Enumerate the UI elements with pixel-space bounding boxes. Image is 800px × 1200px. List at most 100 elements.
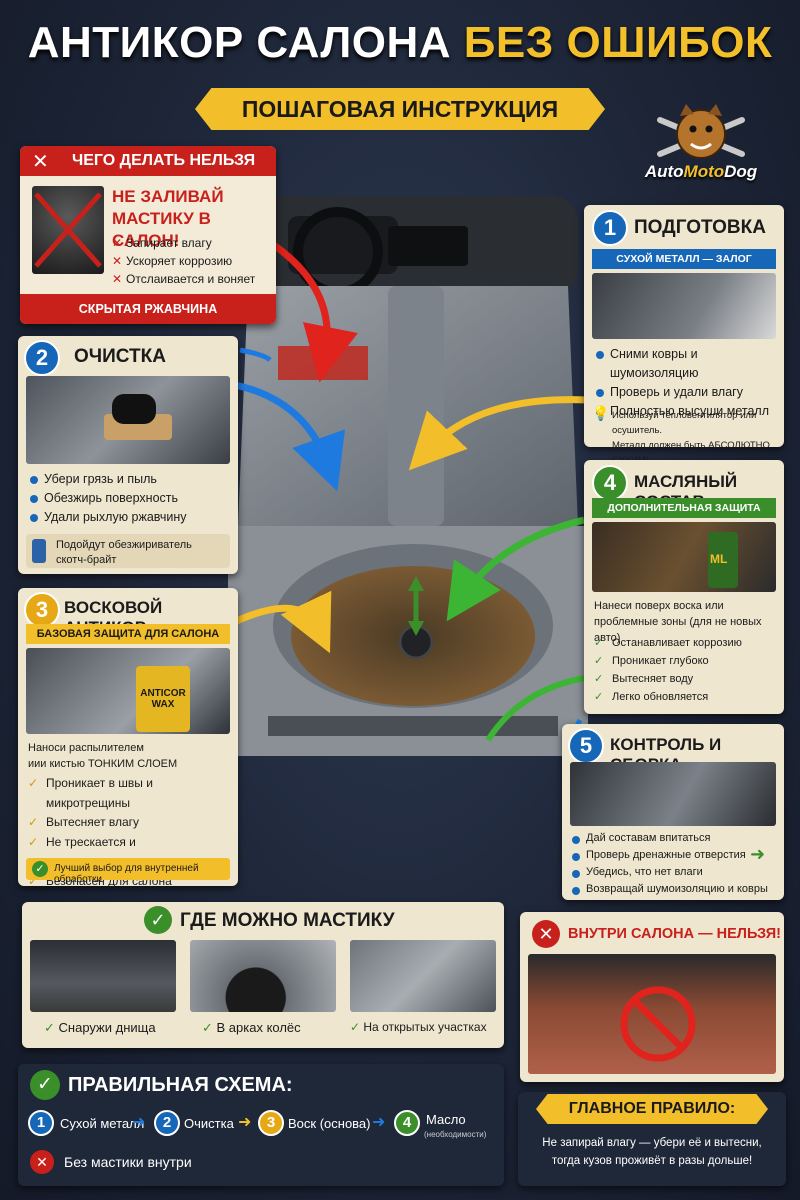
list-item: Полностью высуши металл (594, 402, 784, 421)
list-item: Дай составам впитаться (570, 830, 768, 847)
arrow-right-icon: ➜ (132, 1114, 146, 1131)
check-circle-icon: ✓ (30, 1070, 60, 1100)
step1-list: Сними ковры и шумоизоляцию Проверь и уда… (594, 345, 784, 421)
lightbulb-icon: 💡 (592, 405, 610, 421)
step3-photo: ANTICOR WAX (26, 648, 230, 734)
wax-can-label: ANTICOR WAX (140, 688, 186, 710)
check-icon: ✓ (202, 1020, 217, 1035)
list-item: Сними ковры и шумоизоляцию (594, 345, 784, 383)
step3-footer: Лучший выбор для внутренней обработки (54, 863, 199, 885)
inside-forbidden-card: ✕ ВНУТРИ САЛОНА — НЕЛЬЗЯ! (520, 912, 784, 1082)
list-item: Проникает в швы и микротрещины (28, 774, 238, 813)
scheme-step-label: Очистка (184, 1116, 234, 1131)
main-rule-panel: ГЛАВНОЕ ПРАВИЛО: Не запирай влагу — убер… (518, 1092, 786, 1186)
arrow-right-icon: ➜ (750, 844, 766, 864)
scheme-step-note: (необходимости) (424, 1130, 487, 1139)
page-title: АНТИКОР САЛОНА БЕЗ ОШИБОК (27, 18, 773, 67)
scheme-step-number: 2 (154, 1110, 180, 1136)
step2-photo (26, 376, 230, 464)
scheme-title: ПРАВИЛЬНАЯ СХЕМА: (68, 1074, 293, 1096)
step2-list: Убери грязь и пыль Обезжирь поверхность … (28, 470, 187, 527)
main-rule-text: Не запирай влагу — убери её и вытесни,то… (542, 1137, 762, 1167)
degreaser-bottle-icon (32, 539, 46, 563)
no-mastic-label: Без мастики внутри (64, 1154, 192, 1170)
subtitle-ribbon: ПОШАГОВАЯ ИНСТРУКЦИЯ (195, 88, 605, 130)
check-circle-icon: ✓ (144, 906, 172, 934)
x-circle-icon: ✕ (532, 920, 560, 948)
where-item: ✓ Снаружи днища (44, 1020, 156, 1035)
check-circle-icon: ✓ (32, 861, 48, 877)
list-item: Ускоряет коррозию (112, 252, 255, 270)
check-icon: ✓ (350, 1020, 364, 1034)
step1-photo (592, 273, 776, 339)
list-item: Останавливает коррозию (594, 634, 742, 652)
scheme-step-number: 3 (258, 1110, 284, 1136)
dont-title: ЧЕГО ДЕЛАТЬ НЕЛЬЗЯ (72, 152, 256, 169)
wheel-arch-photo (190, 940, 336, 1012)
arrow-right-icon: ➜ (372, 1114, 386, 1131)
where-item: ✓ На открытых участках (350, 1020, 487, 1034)
scheme-step-number: 1 (28, 1110, 54, 1136)
step5-card: 5 КОНТРОЛЬ И СБОРКА Дай составам впитать… (562, 724, 784, 900)
mastic-bucket-image (32, 186, 104, 274)
step2-title: ОЧИСТКА (74, 346, 166, 367)
list-item: Легко обновляется (594, 688, 742, 706)
scheme-panel: ✓ ПРАВИЛЬНАЯ СХЕМА: 1 Сухой металл ➜ 2 О… (18, 1064, 504, 1186)
scheme-step-label: Сухой металл (60, 1116, 145, 1131)
underbody-photo (30, 940, 176, 1012)
x-circle-icon: ✕ (30, 1150, 54, 1174)
step1-number: 1 (592, 210, 628, 246)
list-item: Обезжирь поверхность (28, 489, 187, 508)
scheme-step-number: 4 (394, 1110, 420, 1136)
forbidden-zone-red (278, 346, 368, 380)
step2-card: 2 ОЧИСТКА Убери грязь и пыль Обезжирь по… (18, 336, 238, 574)
automotodog-logo: AutoMotoDog (636, 96, 766, 192)
step1-tip: Используй тепловентилятор или осушитель.… (612, 410, 770, 466)
main-rule-title: ГЛАВНОЕ ПРАВИЛО: (536, 1094, 768, 1124)
dont-footer: СКРЫТАЯ РЖАВЧИНА ГАРАНТИРОВАНА! (20, 294, 276, 324)
inside-title: ВНУТРИ САЛОНА — НЕЛЬЗЯ! (568, 926, 782, 942)
where-title: ГДЕ МОЖНО МАСТИКУ (180, 910, 395, 931)
center-tunnel (388, 286, 444, 526)
list-item: Проникает глубоко (594, 652, 742, 670)
step5-number: 5 (568, 728, 604, 764)
step3-number: 3 (24, 592, 60, 628)
step4-bar: ДОПОЛНИТЕЛЬНАЯ ЗАЩИТА (592, 498, 776, 518)
scheme-step-label: Масло (426, 1112, 466, 1127)
check-icon: ✓ (44, 1020, 59, 1035)
car-interior-illustration (228, 196, 588, 756)
step3-footer-bar (26, 858, 230, 880)
step5-photo (570, 762, 776, 826)
dont-list: Запирает влагу Ускоряет коррозию Отслаив… (112, 234, 255, 288)
step1-bar: СУХОЙ МЕТАЛЛ — ЗАЛОГ УСПЕХА! (592, 249, 776, 285)
list-item: Запирает влагу (112, 234, 255, 252)
arrow-right-icon: ➜ (238, 1114, 252, 1131)
list-item: Удали рыхлую ржавчину (28, 508, 187, 527)
dont-header (20, 146, 276, 176)
step1-title: ПОДГОТОВКА (634, 217, 766, 238)
x-icon: ✕ (32, 151, 49, 173)
step1-card: 1 ПОДГОТОВКА СУХОЙ МЕТАЛЛ — ЗАЛОГ УСПЕХА… (584, 205, 784, 466)
step3-card: 3 ВОСКОВОЙ АНТИКОР БАЗОВАЯ ЗАЩИТА ДЛЯ СА… (18, 588, 238, 891)
step4-list: Останавливает коррозию Проникает глубоко… (594, 634, 742, 706)
scheme-step-label: Воск (основа) (288, 1116, 371, 1131)
list-item: Вытесняет влагу (28, 813, 238, 833)
list-item: Проверь дренажные отверстия (570, 847, 768, 864)
where-item: ✓ В арках колёс (202, 1020, 301, 1035)
list-item: Вытесняет воду (594, 670, 742, 688)
interior-floor-photo (528, 954, 776, 1074)
step4-photo: ML (592, 522, 776, 592)
list-item: Убедись, что нет влаги (570, 864, 768, 881)
step2-number: 2 (24, 340, 60, 376)
open-area-photo (350, 940, 496, 1012)
step3-bar: БАЗОВАЯ ЗАЩИТА ДЛЯ САЛОНА (26, 624, 230, 644)
list-item: Убери грязь и пыль (28, 470, 187, 489)
list-item: Отслаивается и воняет (112, 270, 255, 288)
step5-list: Дай составам впитаться Проверь дренажные… (570, 830, 768, 898)
step4-number: 4 (592, 465, 628, 501)
oil-can-label: ML (710, 552, 728, 566)
step4-card: 4 МАСЛЯНЫЙ СОСТАВ ДОПОЛНИТЕЛЬНАЯ ЗАЩИТА … (584, 460, 784, 714)
